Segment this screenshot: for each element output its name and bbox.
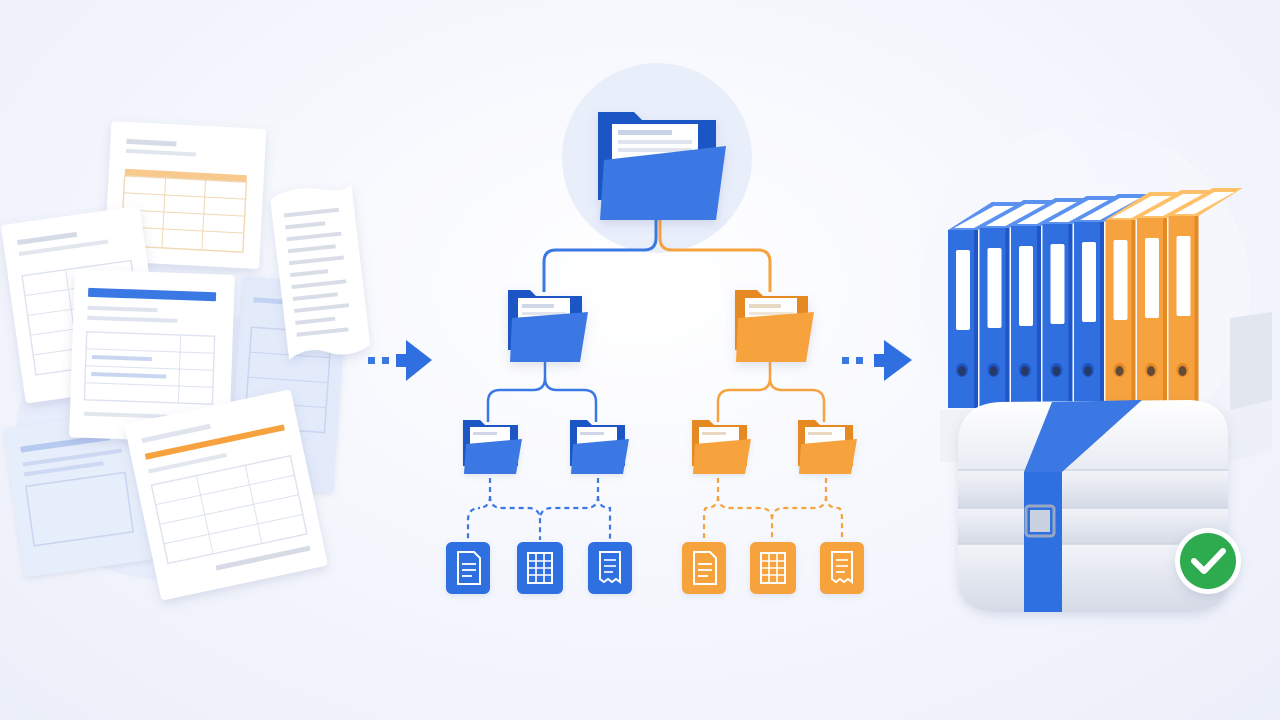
binder-icon: [1105, 192, 1180, 408]
folder-icon: [692, 420, 751, 474]
form-document-icon: [69, 269, 235, 443]
binder-icon: [948, 202, 1022, 408]
archived-binders: [905, 110, 1272, 470]
strapped-box-icon: [958, 400, 1228, 612]
receipt-icon: [588, 542, 632, 594]
folder-icon: [508, 290, 588, 362]
folder-icon: [570, 420, 629, 474]
binder-icon: [1074, 194, 1148, 408]
binder-icon: [1011, 198, 1085, 408]
folder-hierarchy: [446, 63, 864, 594]
binder-icon: [1137, 190, 1211, 408]
arrow-right-icon: [842, 340, 912, 381]
folder-icon: [798, 420, 857, 474]
checkmark-icon: [1175, 528, 1241, 594]
binder-icon: [1168, 188, 1243, 408]
scattered-documents: [0, 121, 371, 610]
document-icon: [682, 542, 726, 594]
binder-icon: [979, 200, 1054, 408]
folder-open-icon: [598, 112, 726, 220]
form-document-icon: [124, 389, 328, 600]
arrow-right-icon: [368, 340, 432, 381]
receipt-icon: [270, 184, 371, 360]
spreadsheet-icon: [517, 542, 563, 594]
folder-icon: [735, 290, 814, 362]
document-icon: [446, 542, 490, 594]
folder-icon: [463, 420, 522, 474]
spreadsheet-icon: [750, 542, 796, 594]
binder-icon: [1042, 196, 1117, 408]
document-icon: [4, 411, 153, 577]
receipt-icon: [820, 542, 864, 594]
